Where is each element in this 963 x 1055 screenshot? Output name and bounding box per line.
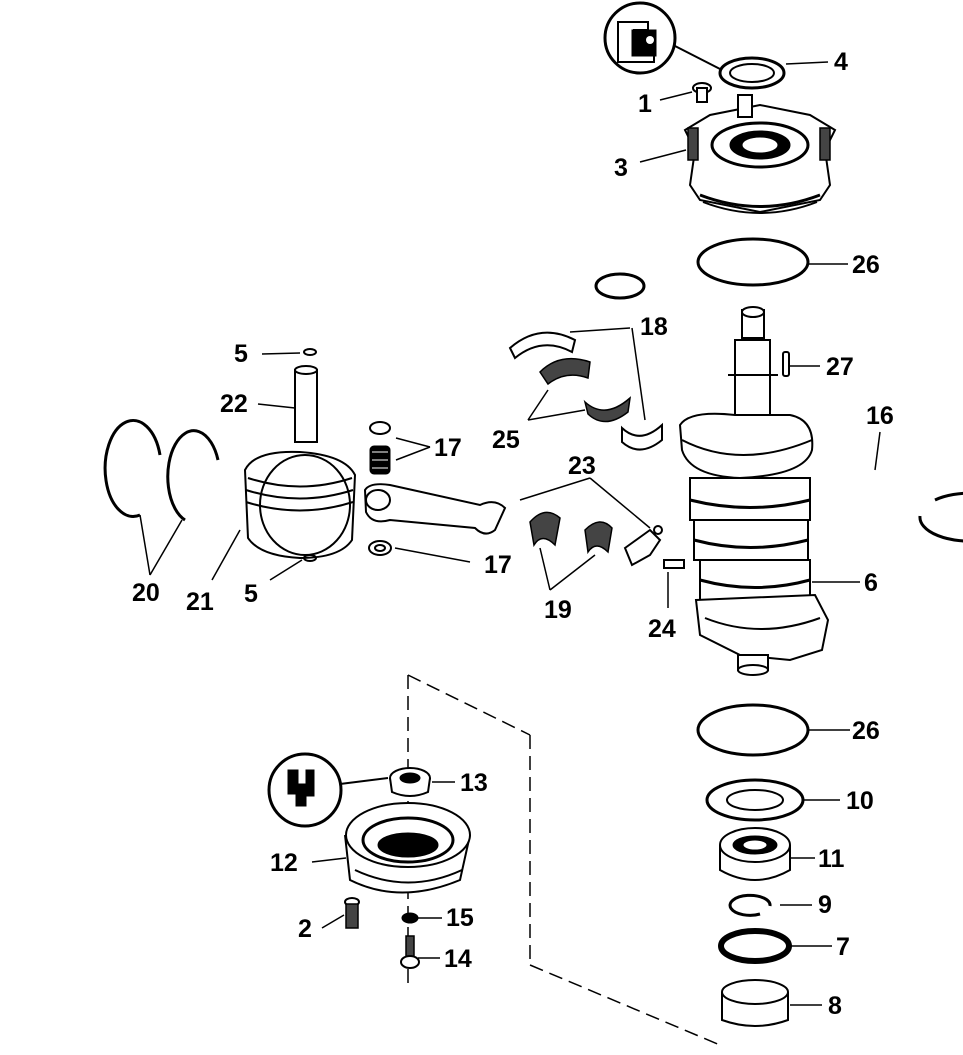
- callout-12: 12: [270, 849, 298, 877]
- key-27: [782, 351, 790, 377]
- callout-1: 1: [638, 90, 652, 118]
- callout-6: 6: [864, 569, 878, 597]
- callout-26-bottom: 26: [852, 717, 880, 745]
- piston-pin-22: [294, 365, 318, 443]
- thrust-washer-17-top: [369, 421, 391, 435]
- callout-27: 27: [826, 353, 854, 381]
- callout-9: 9: [818, 891, 832, 919]
- callout-14: 14: [444, 945, 472, 973]
- callout-17-top: 17: [434, 434, 462, 462]
- retainer-plate-10: [705, 778, 805, 822]
- bearing-cage-18-upper: [508, 331, 577, 360]
- callout-5-top: 5: [234, 340, 248, 368]
- piston-ring-20-inner: [166, 429, 220, 522]
- screw-2: [344, 897, 360, 929]
- callout-24: 24: [648, 615, 676, 643]
- screw-14: [400, 935, 420, 969]
- callout-23: 23: [568, 452, 596, 480]
- washer-15: [401, 912, 419, 924]
- retainer-5-bottom: [303, 554, 317, 562]
- callout-21: 21: [186, 588, 214, 616]
- callout-7: 7: [836, 933, 850, 961]
- callout-18: 18: [640, 313, 668, 341]
- needle-bearing-17: [369, 445, 391, 475]
- leader-lines: [139, 61, 881, 1006]
- bearing-19-right: [584, 521, 613, 555]
- rod-bolt-24: [663, 559, 685, 569]
- callout-16: 16: [866, 402, 894, 430]
- ball-bearing-11: [719, 827, 791, 881]
- callout-20: 20: [132, 579, 160, 607]
- o-ring-4: [718, 56, 786, 90]
- callout-22: 22: [220, 390, 248, 418]
- callout-17-bottom: 17: [484, 551, 512, 579]
- callout-4: 4: [834, 48, 848, 76]
- needle-bearing-25-upper: [539, 357, 591, 386]
- retaining-ring-16: [918, 491, 963, 543]
- callout-19: 19: [544, 596, 572, 624]
- lower-bearing-housing-12: [344, 802, 471, 894]
- callout-26-top: 26: [852, 251, 880, 279]
- callout-3: 3: [614, 154, 628, 182]
- o-ring-26-bottom: [696, 703, 810, 757]
- callout-15: 15: [446, 904, 474, 932]
- callout-25: 25: [492, 426, 520, 454]
- callout-11: 11: [818, 845, 845, 873]
- bearing-19-left: [529, 511, 561, 548]
- upper-bearing-housing-3: [683, 94, 837, 214]
- rod-cap-23: [623, 525, 663, 567]
- callout-8: 8: [828, 992, 842, 1020]
- piston-ring-20-outer: [103, 418, 162, 518]
- connecting-rod: [363, 483, 507, 535]
- o-ring-26-top: [696, 237, 810, 287]
- sealant-detail-icon-bottom: [267, 752, 389, 828]
- callout-2: 2: [298, 915, 312, 943]
- callout-10: 10: [846, 787, 874, 815]
- seal-7: [718, 928, 792, 964]
- retaining-ring-18-small: [594, 272, 646, 300]
- callout-13: 13: [460, 769, 488, 797]
- needle-bearing-25-lower: [583, 396, 632, 423]
- retaining-ring-9: [728, 893, 772, 917]
- retainer-5-top: [303, 348, 317, 356]
- bearing-cage-18-lower: [621, 422, 663, 451]
- seal-13: [389, 767, 431, 797]
- crankshaft-6: [678, 306, 830, 676]
- callout-5-bottom: 5: [244, 580, 258, 608]
- screw-1: [692, 82, 712, 103]
- sealant-detail-icon-top: [603, 1, 723, 75]
- thrust-washer-17-bottom: [368, 540, 392, 556]
- piston-21: [243, 450, 357, 560]
- sleeve-8: [721, 979, 789, 1027]
